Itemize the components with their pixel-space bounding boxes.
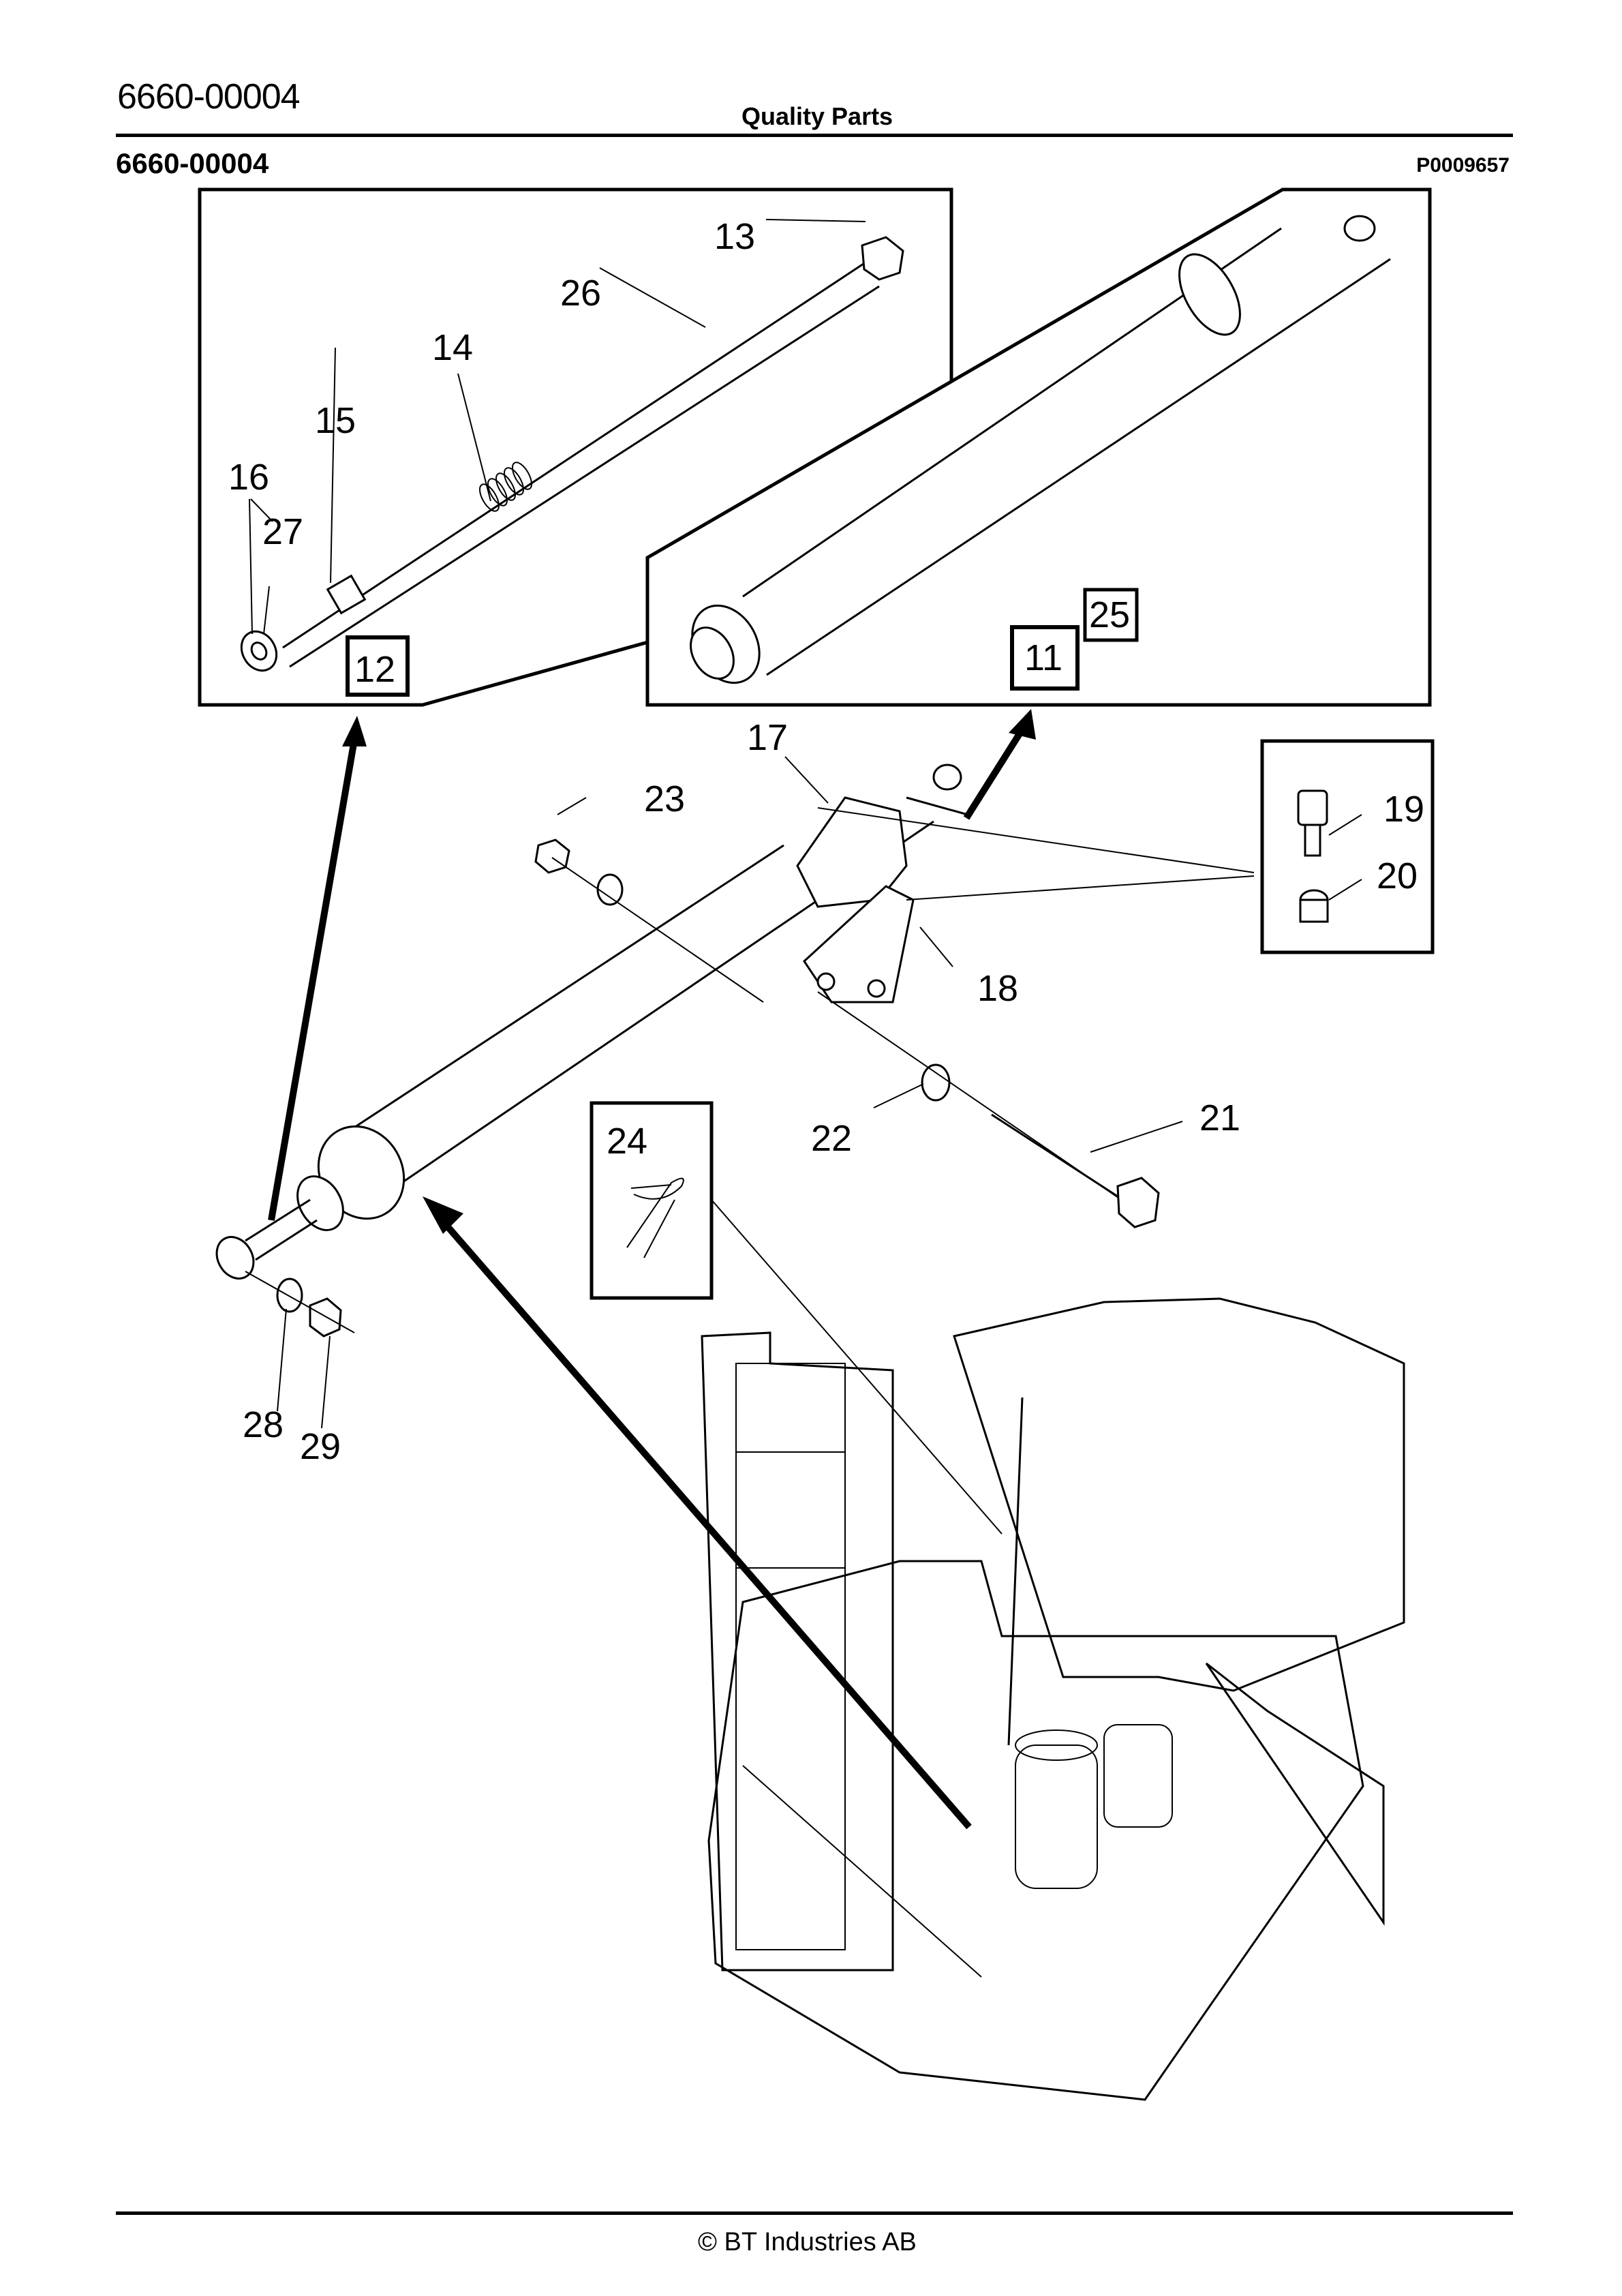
main-cylinder-assembly	[215, 756, 1255, 1429]
header-divider	[116, 134, 1513, 137]
clamp	[796, 796, 908, 908]
callout-11: 11	[1024, 637, 1062, 678]
callout-15: 15	[315, 400, 356, 441]
rod-end-nut	[861, 236, 904, 281]
callout-26: 26	[560, 273, 601, 314]
nut	[534, 839, 570, 874]
callout-19: 19	[1383, 789, 1424, 830]
callout-13: 13	[714, 216, 755, 257]
bracket	[803, 885, 915, 1003]
cylinder-collar	[1178, 253, 1241, 336]
callout-14: 14	[432, 327, 473, 368]
section-part-number: 6660-00004	[116, 147, 269, 179]
bolt-head	[1297, 789, 1328, 826]
truck-illustration	[701, 1297, 1405, 2101]
inset-grease-nipple	[1260, 739, 1435, 954]
arrow-head-up	[342, 716, 367, 746]
callout-29: 29	[300, 1426, 341, 1467]
callout-23: 23	[644, 779, 685, 819]
callout-20: 20	[1377, 856, 1418, 896]
callout-24: 24	[607, 1121, 647, 1162]
washer	[596, 873, 624, 906]
spring	[479, 462, 532, 512]
footer-copyright: © BT Industries AB	[698, 2228, 917, 2256]
callout-box-12	[346, 635, 410, 697]
washer	[276, 1278, 303, 1313]
rod-eye	[215, 1236, 255, 1280]
footer-divider	[116, 2211, 1513, 2215]
header-title: Quality Parts	[741, 102, 893, 130]
cylinder-port	[1343, 215, 1376, 242]
bolt-head	[1116, 1177, 1160, 1228]
callout-17: 17	[747, 717, 788, 758]
callout-27: 27	[262, 511, 303, 552]
washer	[921, 1063, 951, 1102]
lock-nut	[326, 574, 367, 615]
arrow-head-up-left	[423, 1196, 463, 1234]
callout-labels: 13 26 14 15 16 27 12 11 25 17 23 19 20 1…	[228, 216, 1424, 1467]
callout-16: 16	[228, 457, 269, 498]
callout-12: 12	[354, 649, 395, 690]
callout-22: 22	[811, 1118, 852, 1159]
callout-box-11	[1010, 625, 1080, 691]
inset-hair-pin-clip	[590, 1101, 1003, 1535]
callout-18: 18	[977, 968, 1018, 1009]
arrow-head-up-right	[1009, 709, 1036, 740]
callout-21: 21	[1199, 1098, 1240, 1138]
callout-28: 28	[243, 1404, 284, 1445]
callout-box-25	[1083, 588, 1139, 642]
reference-arrows	[268, 709, 1036, 1830]
illustration-reference: P0009657	[1416, 154, 1510, 177]
callout-25: 25	[1089, 594, 1130, 635]
header-part-number: 6660-00004	[117, 77, 301, 117]
nut	[309, 1297, 342, 1338]
inset-cylinder-tube	[645, 187, 1432, 707]
